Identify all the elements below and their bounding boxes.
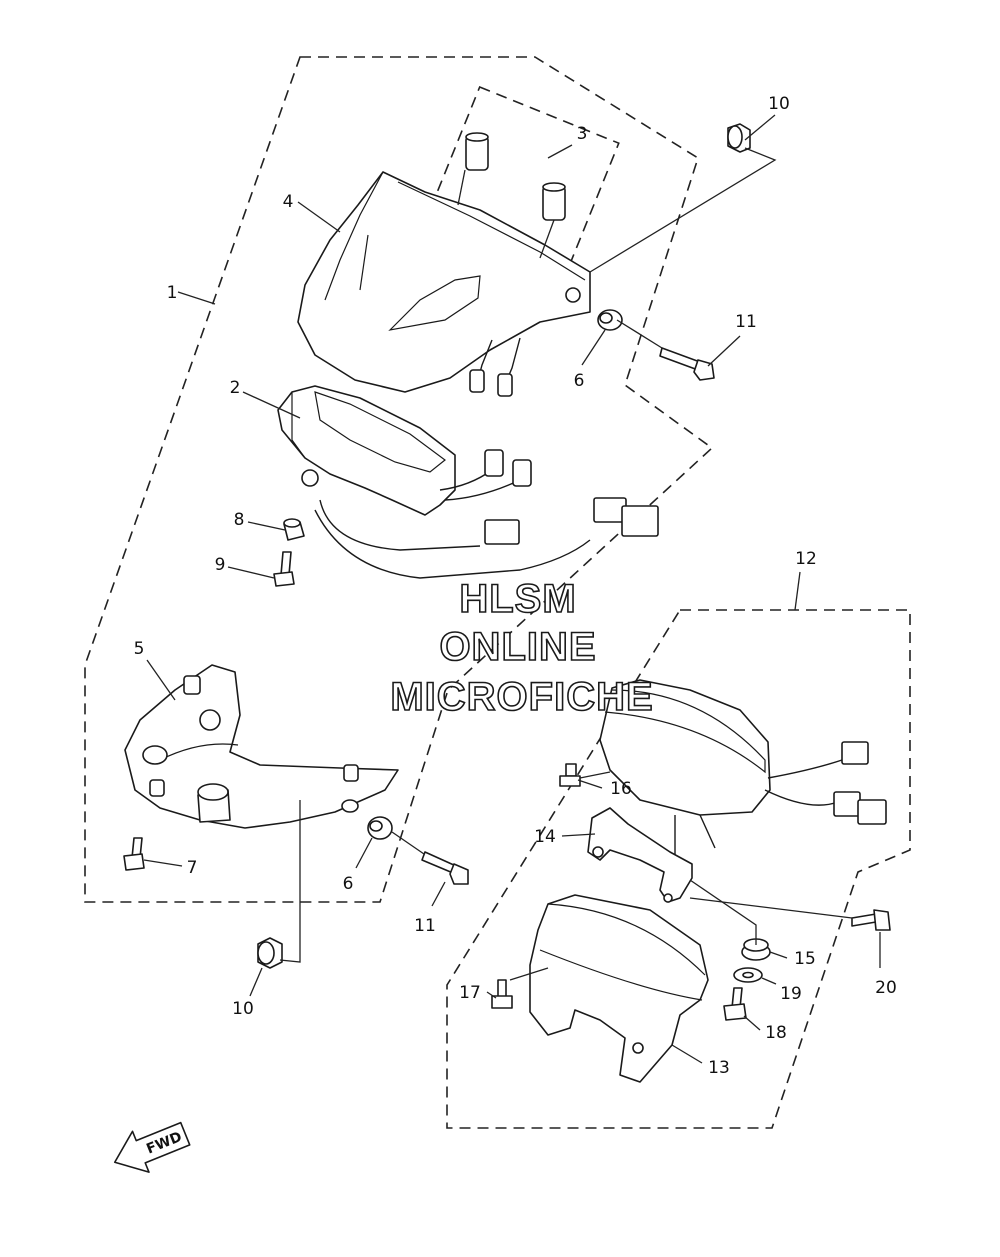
- callout-6-top: 6: [574, 371, 585, 391]
- callout-2: 2: [230, 378, 241, 398]
- part-5-bracket: [124, 664, 399, 829]
- watermark-line-2: ONLINE: [439, 625, 596, 669]
- part-13-meter-case: [529, 894, 709, 1083]
- callout-10-top: 10: [768, 94, 790, 114]
- part-14-bracket: [587, 807, 693, 903]
- watermark-line-3: MICROFICHE: [390, 675, 653, 719]
- callout-14: 14: [534, 827, 556, 847]
- part-7-bolt: [123, 837, 145, 871]
- callout-numbers: 1 2 3 4 5 6 6 7 8 9 10 10 11 11 12 13 14…: [134, 94, 897, 1078]
- part-8-collar: [283, 518, 305, 541]
- part-6-top-damper: [597, 309, 623, 331]
- callout-10-bottom: 10: [232, 999, 254, 1019]
- part-11-bottom-bolt: [421, 851, 469, 885]
- part-4-meter-cover: [297, 171, 591, 397]
- assembly-1-outline: [84, 56, 714, 903]
- part-2-meter-assembly: [277, 385, 659, 579]
- part-20-bolt: [851, 909, 891, 931]
- callout-6-bottom: 6: [343, 874, 354, 894]
- callout-17: 17: [459, 983, 481, 1003]
- callout-11-bottom: 11: [414, 916, 436, 936]
- callout-13: 13: [708, 1058, 730, 1078]
- part-16-screw: [559, 763, 581, 787]
- callout-11-top: 11: [735, 312, 757, 332]
- callout-15: 15: [794, 949, 816, 969]
- part-6-bottom-damper: [367, 816, 393, 840]
- callout-20: 20: [875, 978, 897, 998]
- part-19-washer: [733, 967, 763, 983]
- callout-3: 3: [577, 124, 588, 144]
- watermark: HLSM ONLINE MICROFICHE: [390, 576, 654, 720]
- callout-19: 19: [780, 984, 802, 1004]
- part-9-bolt: [273, 551, 295, 587]
- callout-7: 7: [187, 858, 198, 878]
- callout-18: 18: [765, 1023, 787, 1043]
- part-17-screw: [491, 979, 513, 1009]
- part-10-top-grommet: [727, 123, 751, 153]
- callout-12: 12: [795, 549, 817, 569]
- callout-16: 16: [610, 779, 632, 799]
- fwd-arrow: FWD: [113, 1121, 191, 1173]
- callout-8: 8: [234, 510, 245, 530]
- callout-5: 5: [134, 639, 145, 659]
- part-18-screw: [723, 987, 747, 1021]
- assembly-12-outline: [446, 609, 911, 1129]
- callout-4: 4: [283, 192, 294, 212]
- part-10-bottom-grommet: [257, 937, 283, 969]
- leader-lines: [143, 114, 881, 1064]
- watermark-line-1: HLSM: [459, 577, 576, 621]
- callout-1: 1: [167, 283, 178, 303]
- callout-9: 9: [215, 555, 226, 575]
- part-12-meter: [599, 679, 887, 869]
- part-11-top-bolt: [659, 347, 715, 381]
- part-3-bulbs: [465, 132, 566, 221]
